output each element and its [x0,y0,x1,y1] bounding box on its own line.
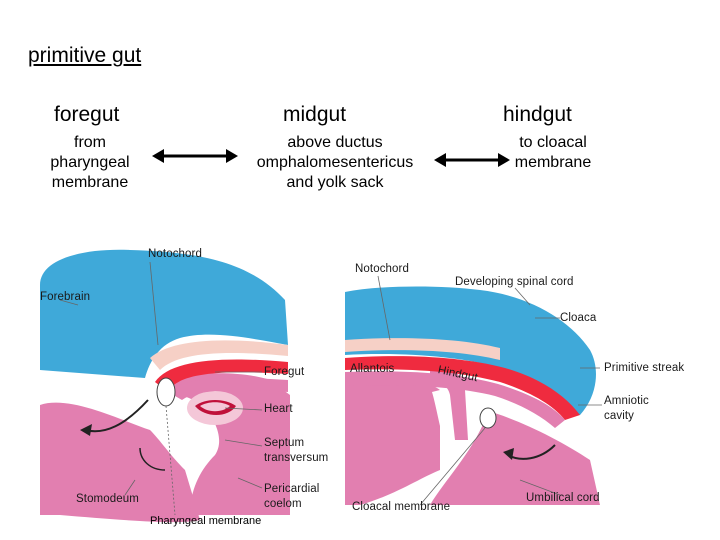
foregut-desc-line: from [74,134,106,151]
umbilical-cord-label: Umbilical cord [526,492,600,504]
notochord-label: Notochord [148,248,202,260]
pharyngeal-membrane-caption: Pharyngeal membrane [150,515,262,527]
hindgut-desc-line: membrane [514,154,592,171]
heart-label: Heart [264,403,293,415]
amniotic-cavity-label: Amniotic cavity [604,394,649,424]
hindgut-heading: hindgut [503,103,572,126]
foregut-description: from pharyngeal membrane [40,133,140,193]
cloacal-membrane-label: Cloacal membrane [352,501,451,513]
forebrain-label: Forebrain [40,291,91,303]
allantois-label: Allantois [350,363,395,375]
stomodeum-label: Stomodeum [76,493,139,505]
midgut-desc-line: omphalomesentericus [256,154,414,171]
double-arrow-icon [152,149,238,163]
hindgut-desc-line: to cloacal [519,134,587,151]
foregut-heading: foregut [54,103,120,126]
amniotic-line: Amniotic [604,395,649,407]
foregut-desc-line: membrane [51,174,129,191]
foregut-label: Foregut [264,366,305,378]
cloaca-label: Cloaca [560,312,597,324]
hindgut-section-illustration [345,275,602,506]
midgut-desc-line: above ductus [287,134,383,151]
pericardial-line: coelom [264,498,302,510]
page-title: primitive gut [28,44,142,67]
foregut-desc-line: pharyngeal [50,154,130,171]
pericardial-line: Pericardial [264,483,320,495]
midgut-heading: midgut [283,103,347,126]
amniotic-line: cavity [604,410,634,422]
septum-transversum-label: Septum transversum [264,436,328,466]
septum-line: Septum [264,437,305,449]
septum-line: transversum [264,452,329,464]
spinal-cord-label: Developing spinal cord [455,276,574,288]
midgut-desc-line: and yolk sack [286,174,384,191]
midgut-description: above ductus omphalomesentericus and yol… [240,133,430,193]
double-arrow-icon [434,153,510,167]
notochord-right-label: Notochord [355,263,409,275]
foregut-section-illustration [40,249,290,523]
hindgut-description: to cloacal membrane [503,133,603,173]
pericardial-coelom-label: Pericardial coelom [264,482,319,512]
primitive-streak-label: Primitive streak [604,362,685,374]
